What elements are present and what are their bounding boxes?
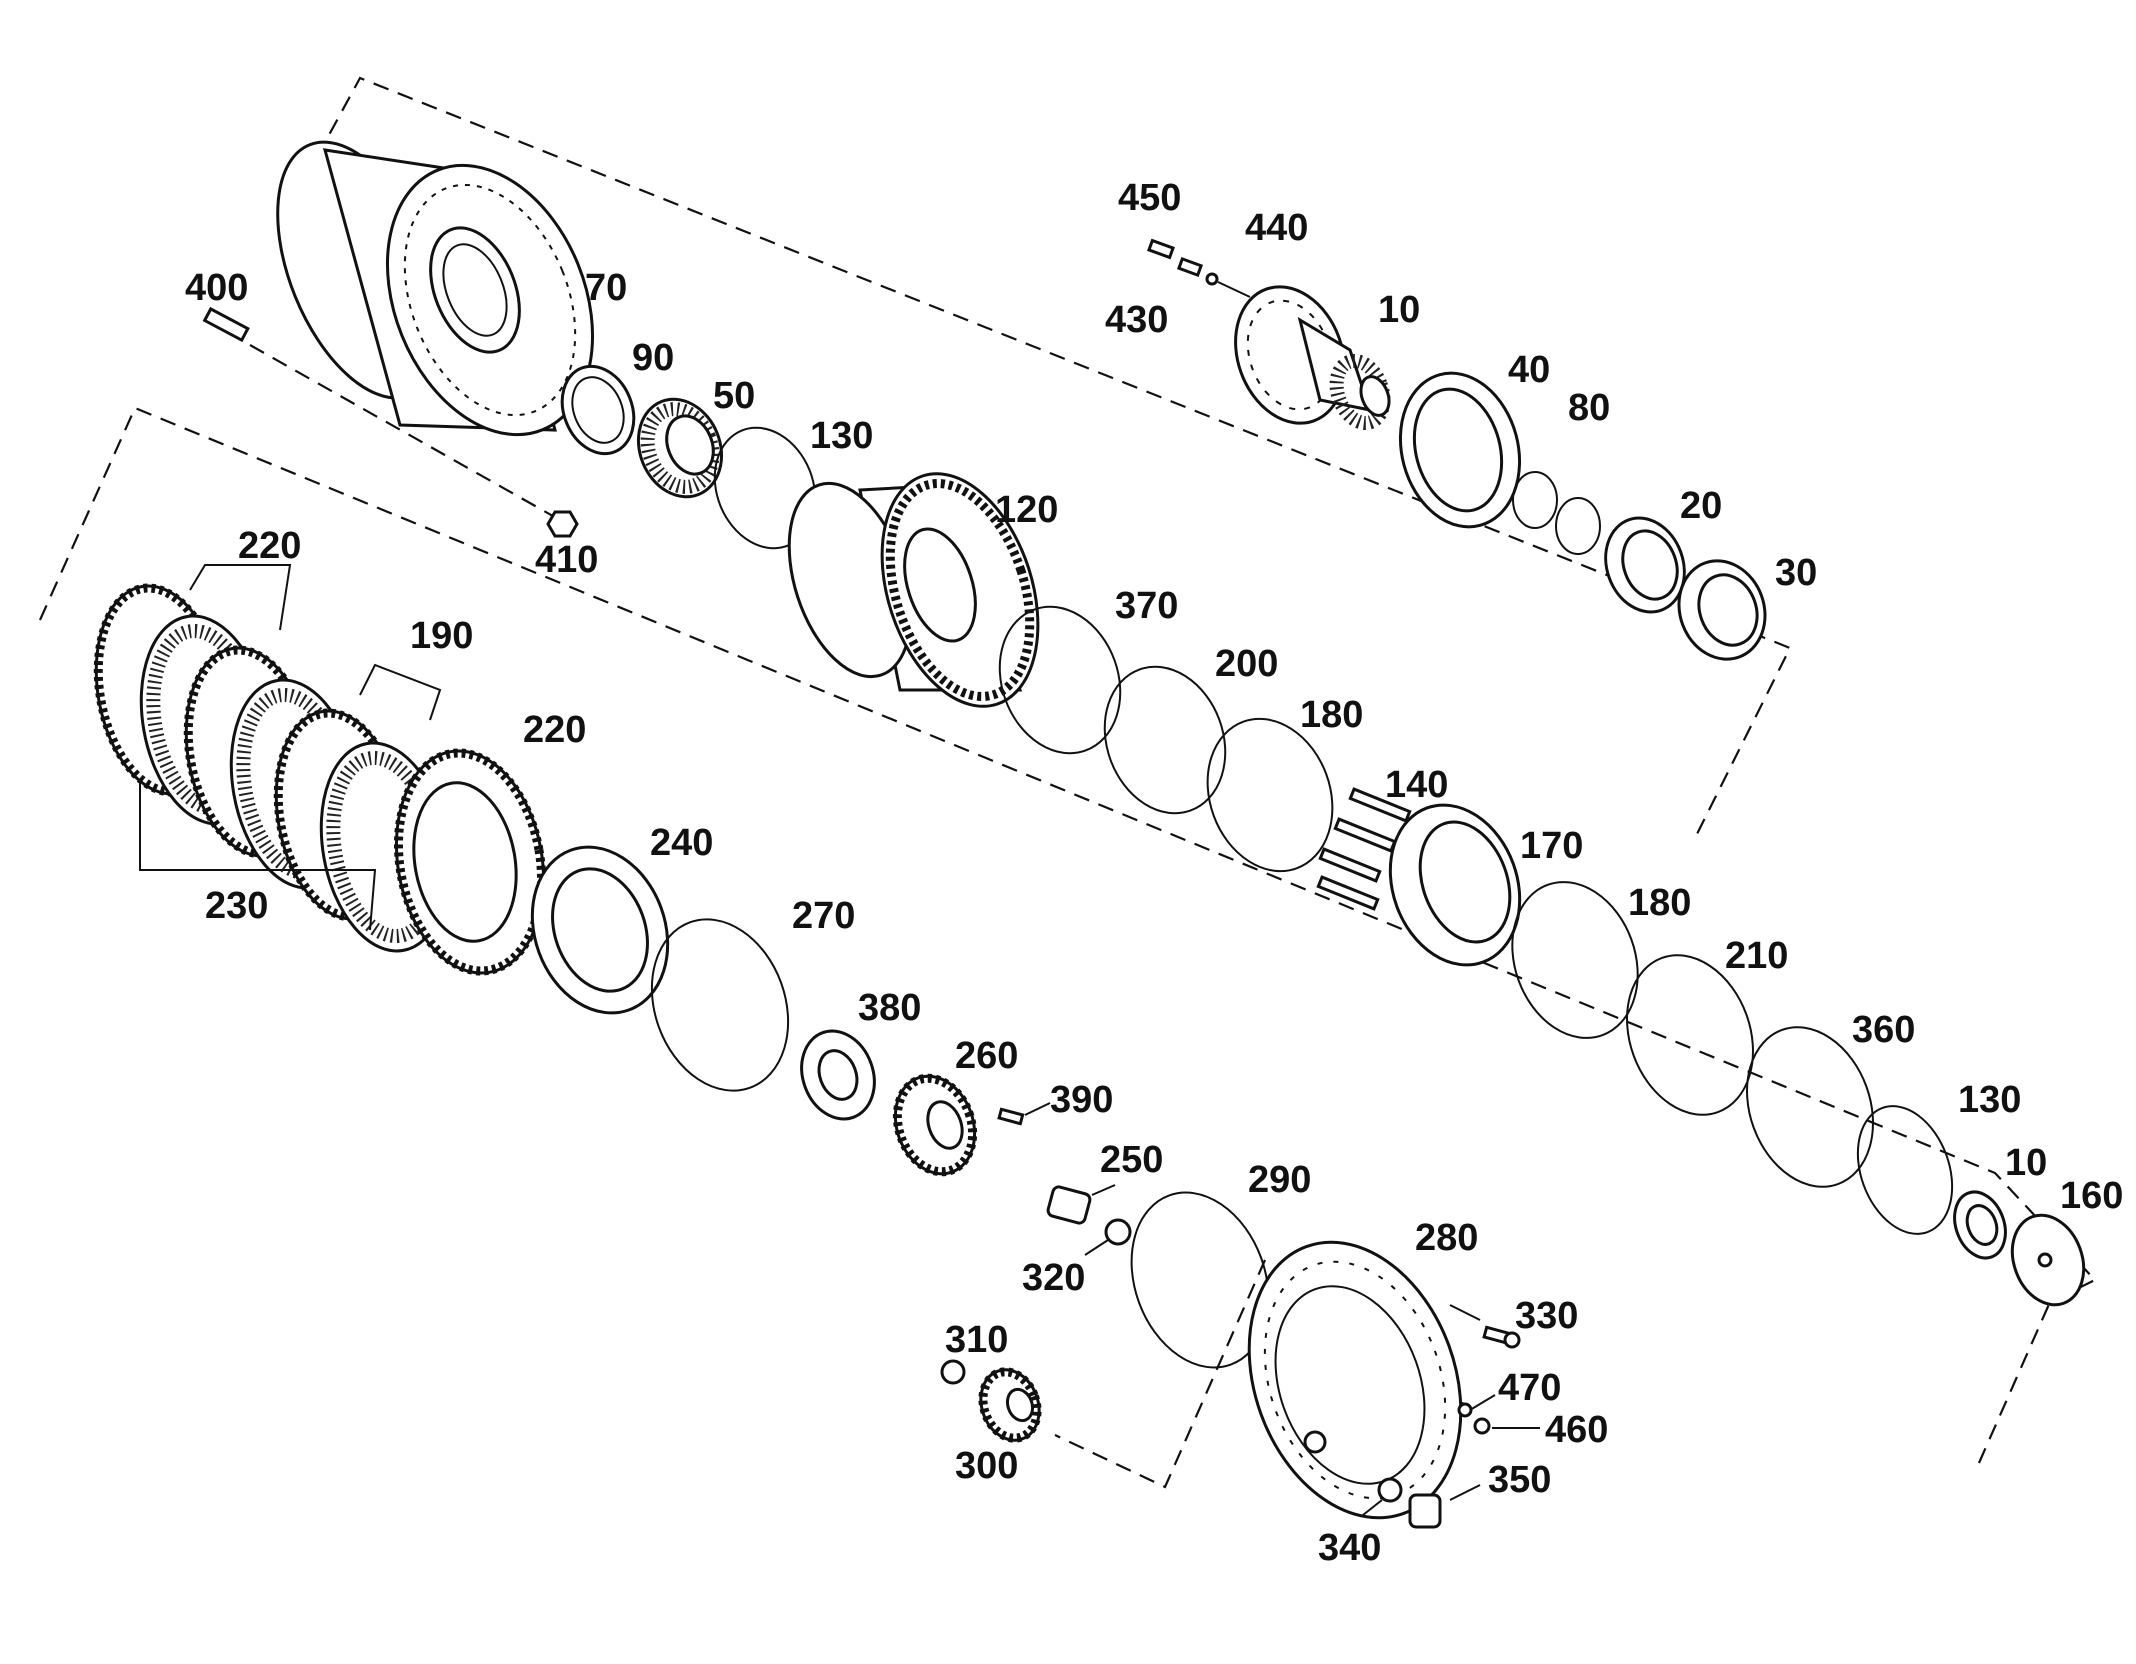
lower-assembly-boundary [1054,1259,1267,1489]
label-80: 80 [1568,387,1610,429]
label-300: 300 [955,1445,1018,1487]
label-220-top: 220 [238,525,301,567]
label-380: 380 [858,987,921,1029]
label-240: 240 [650,822,713,864]
label-130-lower: 130 [1958,1079,2021,1121]
label-230: 230 [205,885,268,927]
label-50: 50 [713,375,755,417]
gear-260 [892,1073,978,1177]
label-220-lower: 220 [523,709,586,751]
label-340: 340 [1318,1527,1381,1569]
label-370: 370 [1115,585,1178,627]
label-330: 330 [1515,1295,1578,1337]
bracket-lines [139,564,442,931]
label-200: 200 [1215,643,1278,685]
label-320: 320 [1022,1257,1085,1299]
gear-300 [978,1367,1042,1443]
plate-380 [800,1029,876,1121]
label-260: 260 [955,1035,1018,1077]
ring-gear-280 [1247,1240,1481,1520]
label-410: 410 [535,539,598,581]
part-310 [940,1359,966,1385]
ring-370 [998,605,1122,755]
part-340 [1377,1477,1403,1503]
drum-120 [787,472,1040,708]
leader-340 [1362,1499,1383,1516]
part-250 [1046,1184,1116,1225]
label-280: 280 [1415,1217,1478,1259]
label-310: 310 [945,1319,1008,1361]
label-130-upper: 130 [810,415,873,457]
housing-70 [276,140,595,437]
label-170: 170 [1520,825,1583,867]
label-120: 120 [995,489,1058,531]
ring-360 [1746,1026,1874,1188]
label-250: 250 [1100,1139,1163,1181]
label-290: 290 [1248,1159,1311,1201]
label-10-upper: 10 [1378,289,1420,331]
label-450: 450 [1118,177,1181,219]
flange-10-upper [1234,285,1391,430]
small-bolts-430-440-450 [1147,238,1251,298]
part-20 [1604,516,1686,614]
leader-470 [1469,1394,1496,1411]
label-430: 430 [1105,299,1168,341]
part-470 [1457,1402,1473,1418]
label-180-lower: 180 [1628,882,1691,924]
part-30 [1677,559,1767,661]
label-180-upper: 180 [1300,694,1363,736]
piston-170 [1388,803,1522,967]
ring-270 [650,918,790,1092]
label-140: 140 [1385,764,1448,806]
label-460: 460 [1545,1409,1608,1451]
stud-400 [202,306,250,343]
label-270: 270 [792,895,855,937]
label-10-lower: 10 [2005,1142,2047,1184]
label-400: 400 [185,267,248,309]
springs-140 [1316,787,1412,911]
ring-210 [1626,954,1754,1116]
label-40: 40 [1508,349,1550,391]
oring-80b [1555,497,1601,555]
ring-180-upper [1206,717,1334,873]
axis-400-410 [249,344,561,521]
label-90: 90 [632,337,674,379]
label-470: 470 [1498,1367,1561,1409]
screw-390 [997,1102,1051,1126]
oring-80a [1512,471,1558,529]
snap-ring-130-lower [1856,1105,1954,1235]
label-440: 440 [1245,207,1308,249]
label-30: 30 [1775,552,1817,594]
bolt-330 [1482,1325,1521,1349]
label-70: 70 [585,267,627,309]
part-460 [1473,1417,1491,1435]
label-210: 210 [1725,935,1788,977]
part-320 [1084,1218,1132,1256]
label-360: 360 [1852,1009,1915,1051]
nut-410 [546,510,579,538]
plug-350 [1408,1484,1481,1529]
plate-240 [530,845,670,1015]
bearing-ring-90 [560,364,636,456]
label-190: 190 [410,615,473,657]
roller-bearing-50 [636,397,724,499]
part-labels: 450 440 430 10 40 80 20 30 400 70 90 50 … [185,177,2123,1569]
clutch-pack [93,583,547,976]
label-350: 350 [1488,1459,1551,1501]
ring-200 [1103,665,1227,815]
label-390: 390 [1050,1079,1113,1121]
label-160: 160 [2060,1175,2123,1217]
ring-290 [1130,1191,1270,1369]
ring-180-lower [1511,881,1639,1039]
seal-40 [1398,371,1522,529]
label-20: 20 [1680,485,1722,527]
part-10-lower [1953,1190,2007,1260]
cover-160 [2010,1213,2086,1307]
